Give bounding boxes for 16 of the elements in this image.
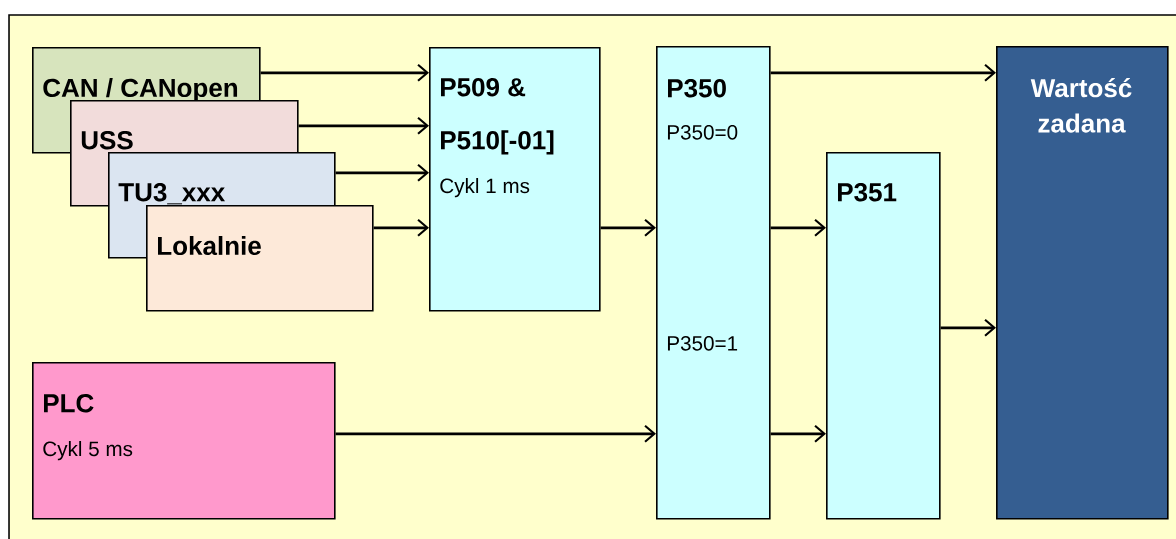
parameter-box: P350 P350=0 P350=1 xyxy=(656,46,771,520)
arrow xyxy=(335,164,429,182)
arrow xyxy=(770,64,996,82)
arrow xyxy=(600,219,656,237)
parameter-box: P509 & P510[-01] Cykl 1 ms xyxy=(429,47,601,312)
arrow xyxy=(770,425,826,443)
parameter-box: P351 xyxy=(826,152,941,520)
arrow xyxy=(373,219,429,237)
output-box: Wartość zadana xyxy=(996,46,1169,520)
arrow xyxy=(260,64,429,82)
process-card: Lokalnie xyxy=(146,205,374,312)
process-box: PLC Cykl 5 ms xyxy=(32,362,336,520)
arrow xyxy=(298,117,429,135)
arrow xyxy=(770,219,826,237)
arrow xyxy=(335,425,656,443)
arrow xyxy=(940,319,996,337)
